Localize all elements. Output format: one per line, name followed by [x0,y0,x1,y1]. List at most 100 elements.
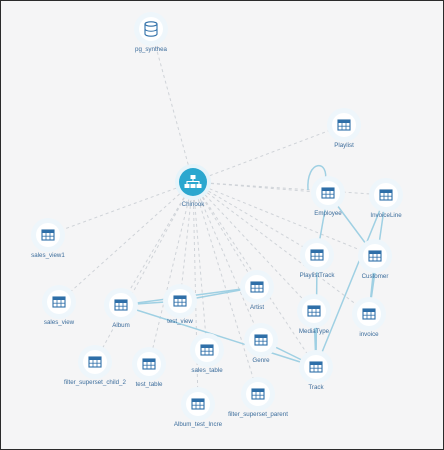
hub-link-filter_superset_child_2 [94,181,194,363]
node-disc [186,392,210,416]
node-filter_superset_child_2[interactable]: filter_superset_child_2 [64,345,127,386]
sitemap-icon [184,175,202,188]
table-icon [88,356,102,368]
node-disc [332,113,356,137]
table-icon [337,119,351,131]
node-disc [374,183,398,207]
node-album[interactable]: Album [104,288,138,329]
table-icon [254,334,268,346]
hub-link-genre [192,181,262,341]
table-icon [321,187,335,199]
node-employee[interactable]: Employee [311,176,345,217]
node-label: PlaylistTrack [300,272,336,279]
table-icon [250,281,264,293]
node-label: test_view [167,318,193,325]
hub-link-track [192,181,317,368]
node-disc [316,181,340,205]
hub-link-customer [192,181,376,257]
hub-link-album_test_incre [192,181,199,405]
hub-link-employee [192,181,329,194]
node-test_view[interactable]: test_view [163,284,197,325]
node-label: filter_superset_child_2 [64,379,126,386]
node-label: test_table [136,381,163,388]
node-customer[interactable]: Customer [358,239,392,280]
node-invoiceline[interactable]: InvoiceLine [369,178,403,219]
hub-link-sales_view1 [47,181,194,236]
hub-link-invoiceline [192,181,387,196]
hub-link-test_table [148,181,194,365]
node-disc [83,350,107,374]
node-label: invoice [359,331,379,338]
node-label: Employee [314,210,342,217]
hub-link-invoice [192,181,370,315]
hub-link-playlist [192,124,345,183]
node-disc [304,355,328,379]
node-label: Album [112,322,130,329]
table-icon [307,305,321,317]
node-label: InvoiceLine [370,212,402,219]
hub-link-filter_superset_parent [192,181,259,395]
table-icon [191,398,205,410]
node-disc [47,290,71,314]
table-icon [52,296,66,308]
node-label: sales_table [191,367,223,374]
node-disc [245,275,269,299]
node-disc [249,328,273,352]
hub-node-chinook[interactable]: Chinook [175,164,211,208]
node-pg_synthea[interactable]: pg_synthea [134,12,168,53]
hub-link-test_view [179,181,194,302]
node-label: Playlist [334,142,354,149]
table-icon [362,308,376,320]
node-test_table[interactable]: test_table [132,347,166,388]
node-disc [168,289,192,313]
node-track[interactable]: Track [299,350,333,391]
table-icon [142,358,156,370]
node-label: MediaType [299,328,330,335]
hub-link-sales_table [192,181,208,351]
node-album_test_incre[interactable]: Album_test_Incre [174,387,223,428]
node-mediatype[interactable]: MediaType [297,294,331,335]
node-label: sales_view1 [31,252,65,259]
node-disc [302,299,326,323]
node-invoice[interactable]: invoice [352,297,386,338]
hub-link-pg_synthea [150,28,194,183]
relation-album-track [120,304,317,368]
hub-label: Chinook [182,201,206,208]
node-label: Artist [250,304,264,311]
table-icon [41,229,55,241]
node-genre[interactable]: Genre [244,323,278,364]
table-icon [173,295,187,307]
hub-link-playlisttrack [192,181,318,256]
node-artist[interactable]: Artist [240,270,274,311]
node-disc [363,244,387,268]
hub-link-artist [192,181,258,288]
hub-link-sales_view [58,181,194,303]
node-label: pg_synthea [135,46,168,53]
table-icon [310,249,324,261]
node-playlist[interactable]: Playlist [327,108,361,149]
database-icon [144,21,158,37]
table-icon [114,299,128,311]
node-sales_view1[interactable]: sales_view1 [31,218,65,259]
node-disc [36,223,60,247]
table-icon [251,388,265,400]
node-label: filter_superset_parent [228,411,288,418]
node-disc [139,17,163,41]
relation-invoiceline-track [315,194,387,368]
node-label: Track [308,384,324,391]
node-disc [109,293,133,317]
node-label: Customer [362,273,389,280]
node-filter_superset_parent[interactable]: filter_superset_parent [228,377,288,418]
table-icon [200,344,214,356]
node-disc [195,338,219,362]
table-icon [368,250,382,262]
node-playlisttrack[interactable]: PlaylistTrack [300,238,336,279]
node-disc [246,382,270,406]
node-sales_table[interactable]: sales_table [190,333,224,374]
node-disc [137,352,161,376]
node-sales_view[interactable]: sales_view [42,285,76,326]
node-label: sales_view [44,319,75,326]
node-label: Genre [252,357,270,364]
